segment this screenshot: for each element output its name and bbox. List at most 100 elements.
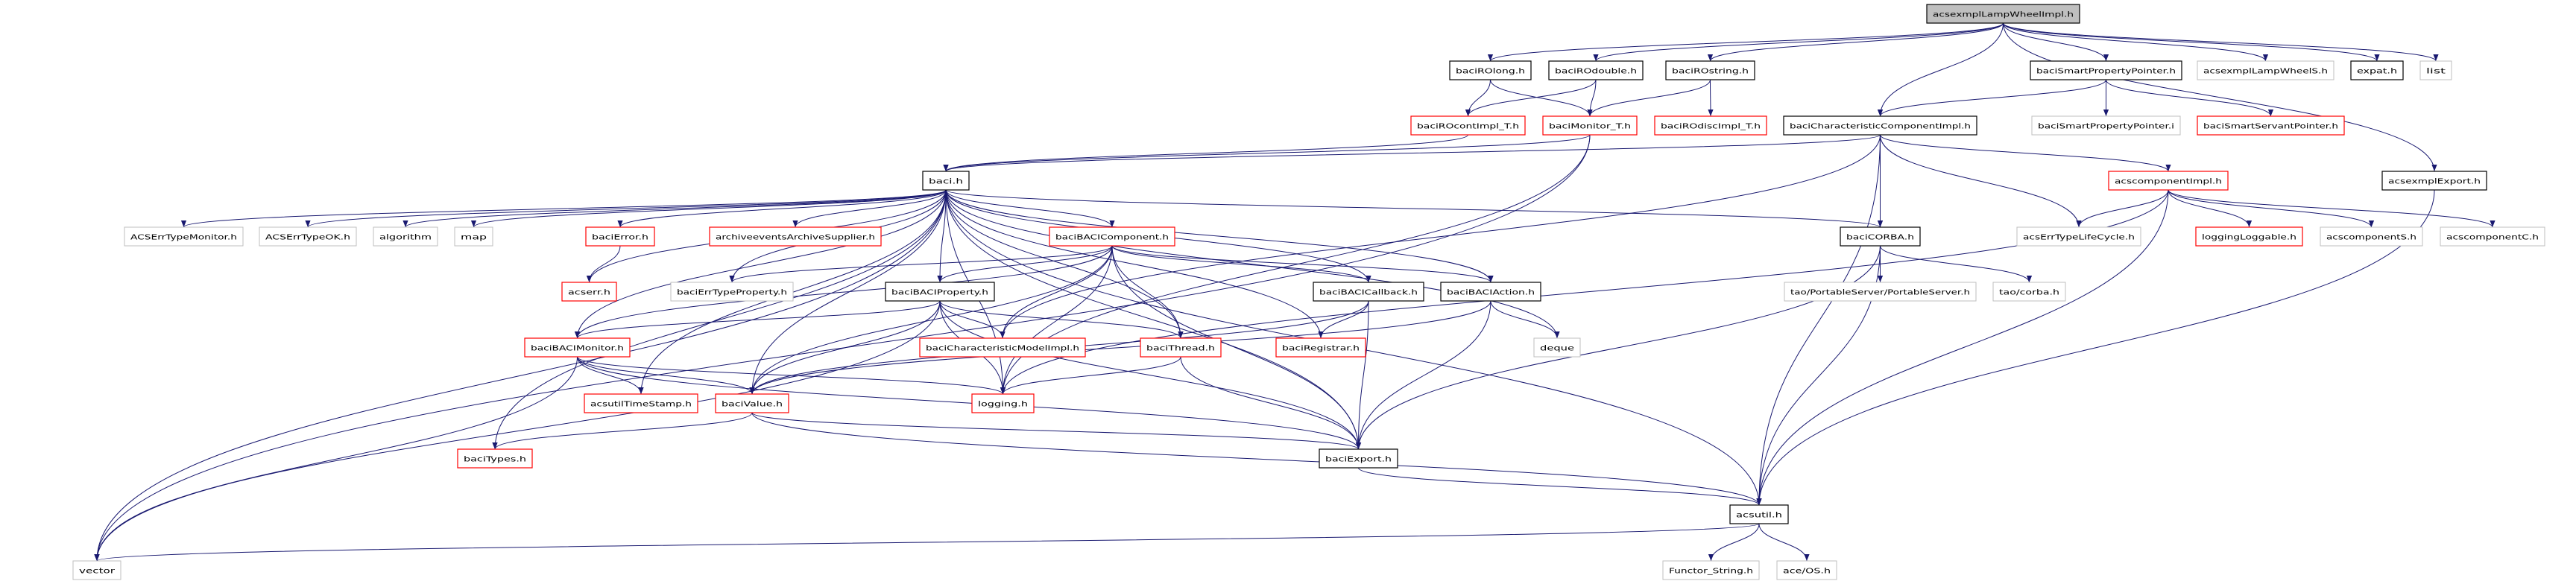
node-box[interactable] bbox=[2031, 115, 2181, 136]
node-bacicharacteristicmodelimpl-h[interactable]: baciCharacteristicModelImpl.h bbox=[919, 337, 1086, 358]
node-acscomponentc-h[interactable]: acscomponentC.h bbox=[2440, 226, 2545, 247]
node-box[interactable] bbox=[670, 282, 794, 302]
node-box[interactable] bbox=[1783, 115, 1977, 136]
node-box[interactable] bbox=[1319, 448, 1398, 469]
node-box[interactable] bbox=[124, 226, 244, 247]
node-expat-h[interactable]: expat.h bbox=[2350, 60, 2404, 80]
node-acscomponentimpl-h[interactable]: acscomponentImpl.h bbox=[2108, 171, 2229, 191]
node-acsexmpllampwheelimpl-h[interactable]: acsexmplLampWheelImpl.h bbox=[1926, 4, 2080, 24]
node-bacibaciaction-h[interactable]: baciBACIAction.h bbox=[1440, 282, 1541, 302]
node-bacismartpropertypointer-h[interactable]: baciSmartPropertyPointer.h bbox=[2030, 60, 2182, 80]
node-box[interactable] bbox=[561, 282, 617, 302]
node-box[interactable] bbox=[373, 226, 438, 247]
node-box[interactable] bbox=[2440, 226, 2545, 247]
node-box[interactable] bbox=[1275, 337, 1366, 358]
node-bacithread-h[interactable]: baciThread.h bbox=[1140, 337, 1222, 358]
node-box[interactable] bbox=[1140, 337, 1222, 358]
node-bacierror-h[interactable]: baciError.h bbox=[585, 226, 655, 247]
node-bacitypes-h[interactable]: baciTypes.h bbox=[457, 448, 533, 469]
node-functor-string-h[interactable]: Functor_String.h bbox=[1662, 560, 1760, 580]
node-ace-os-h[interactable]: ace/OS.h bbox=[1776, 560, 1837, 580]
node-bacibacicomponent-h[interactable]: baciBACIComponent.h bbox=[1049, 226, 1175, 247]
node-box[interactable] bbox=[1049, 226, 1175, 247]
node-bacismartservantpointer-h[interactable]: baciSmartServantPointer.h bbox=[2197, 115, 2345, 136]
node-bacirodiscimpl-t-h[interactable]: baciROdiscImpl_T.h bbox=[1654, 115, 1767, 136]
node-acserrtypelifecycle-h[interactable]: acsErrTypeLifeCycle.h bbox=[2016, 226, 2141, 247]
node-bacibaciproperty-h[interactable]: baciBACIProperty.h bbox=[885, 282, 995, 302]
node-box[interactable] bbox=[1449, 60, 1532, 80]
node-box[interactable] bbox=[919, 337, 1086, 358]
node-box[interactable] bbox=[1662, 560, 1760, 580]
node-box[interactable] bbox=[2197, 60, 2334, 80]
node-box[interactable] bbox=[971, 393, 1035, 413]
node-box[interactable] bbox=[2419, 60, 2452, 80]
node-deque[interactable]: deque bbox=[1533, 337, 1581, 358]
node-bacirostring-h[interactable]: baciROstring.h bbox=[1665, 60, 1755, 80]
node-bacivalue-h[interactable]: baciValue.h bbox=[715, 393, 789, 413]
node-box[interactable] bbox=[1542, 115, 1638, 136]
node-box[interactable] bbox=[1729, 504, 1789, 524]
node-box[interactable] bbox=[72, 560, 121, 580]
node-box[interactable] bbox=[1665, 60, 1755, 80]
node-tao-corba-h[interactable]: tao/corba.h bbox=[1992, 282, 2066, 302]
node-box[interactable] bbox=[1533, 337, 1581, 358]
node-box[interactable] bbox=[2195, 226, 2303, 247]
node-bacimonitor-t-h[interactable]: baciMonitor_T.h bbox=[1542, 115, 1638, 136]
node-vector[interactable]: vector bbox=[72, 560, 121, 580]
node-baciregistrar-h[interactable]: baciRegistrar.h bbox=[1275, 337, 1366, 358]
node-box[interactable] bbox=[2381, 171, 2487, 191]
node-archiveeventsarchivesupplier-h[interactable]: archiveeventsArchiveSupplier.h bbox=[709, 226, 882, 247]
node-box[interactable] bbox=[1926, 4, 2080, 24]
node-bacibacicallback-h[interactable]: baciBACICallback.h bbox=[1313, 282, 1424, 302]
node-box[interactable] bbox=[457, 448, 533, 469]
node-baci-h[interactable]: baci.h bbox=[922, 171, 970, 191]
node-acsexmplexport-h[interactable]: acsexmplExport.h bbox=[2381, 171, 2487, 191]
node-loggingloggable-h[interactable]: loggingLoggable.h bbox=[2195, 226, 2303, 247]
node-bacirolong-h[interactable]: baciROlong.h bbox=[1449, 60, 1532, 80]
node-box[interactable] bbox=[2016, 226, 2141, 247]
node-bacibacimonitor-h[interactable]: baciBACIMonitor.h bbox=[524, 337, 631, 358]
node-box[interactable] bbox=[2030, 60, 2182, 80]
node-bacismartpropertypointer-i[interactable]: baciSmartPropertyPointer.i bbox=[2031, 115, 2181, 136]
node-logging-h[interactable]: logging.h bbox=[971, 393, 1035, 413]
node-box[interactable] bbox=[2320, 226, 2423, 247]
node-acsutiltimestamp-h[interactable]: acsutilTimeStamp.h bbox=[584, 393, 698, 413]
node-box[interactable] bbox=[715, 393, 789, 413]
node-bacicorba-h[interactable]: baciCORBA.h bbox=[1840, 226, 1921, 247]
node-acserrtypemonitor-h[interactable]: ACSErrTypeMonitor.h bbox=[124, 226, 244, 247]
node-acscomponents-h[interactable]: acscomponentS.h bbox=[2320, 226, 2423, 247]
node-acsexmpllampwheels-h[interactable]: acsexmplLampWheelS.h bbox=[2197, 60, 2334, 80]
node-acsutil-h[interactable]: acsutil.h bbox=[1729, 504, 1789, 524]
node-box[interactable] bbox=[1992, 282, 2066, 302]
node-box[interactable] bbox=[524, 337, 631, 358]
node-bacicharacteristiccomponentimpl-h[interactable]: baciCharacteristicComponentImpl.h bbox=[1783, 115, 1977, 136]
node-acserrtypeok-h[interactable]: ACSErrTypeOK.h bbox=[259, 226, 357, 247]
node-bacierrtypeproperty-h[interactable]: baciErrTypeProperty.h bbox=[670, 282, 794, 302]
node-box[interactable] bbox=[1410, 115, 1526, 136]
node-box[interactable] bbox=[2350, 60, 2404, 80]
node-box[interactable] bbox=[1784, 282, 1977, 302]
node-box[interactable] bbox=[1776, 560, 1837, 580]
node-box[interactable] bbox=[709, 226, 882, 247]
node-list[interactable]: list bbox=[2419, 60, 2452, 80]
node-acserr-h[interactable]: acserr.h bbox=[561, 282, 617, 302]
node-algorithm[interactable]: algorithm bbox=[373, 226, 438, 247]
node-box[interactable] bbox=[2197, 115, 2345, 136]
node-box[interactable] bbox=[1654, 115, 1767, 136]
node-tao-portableserver-portableserver-h[interactable]: tao/PortableServer/PortableServer.h bbox=[1784, 282, 1977, 302]
node-map[interactable]: map bbox=[454, 226, 493, 247]
node-box[interactable] bbox=[922, 171, 970, 191]
node-box[interactable] bbox=[1440, 282, 1541, 302]
node-box[interactable] bbox=[2108, 171, 2229, 191]
node-box[interactable] bbox=[1313, 282, 1424, 302]
node-box[interactable] bbox=[1840, 226, 1921, 247]
node-bacirodouble-h[interactable]: baciROdouble.h bbox=[1548, 60, 1644, 80]
node-baciexport-h[interactable]: baciExport.h bbox=[1319, 448, 1398, 469]
node-bacirocontimpl-t-h[interactable]: baciROcontImpl_T.h bbox=[1410, 115, 1526, 136]
node-box[interactable] bbox=[259, 226, 357, 247]
node-box[interactable] bbox=[885, 282, 995, 302]
node-box[interactable] bbox=[1548, 60, 1644, 80]
node-box[interactable] bbox=[585, 226, 655, 247]
node-box[interactable] bbox=[584, 393, 698, 413]
node-box[interactable] bbox=[454, 226, 493, 247]
